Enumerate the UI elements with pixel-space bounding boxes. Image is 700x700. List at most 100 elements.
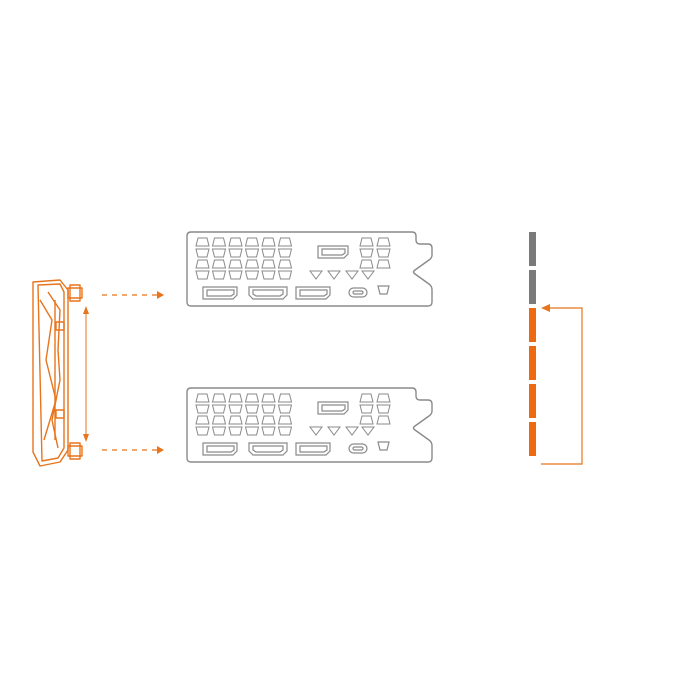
displayport-inner [206, 445, 235, 453]
usb-c-inner [352, 446, 364, 451]
displayport-inner [299, 445, 328, 453]
hdmi-port-icon [248, 442, 288, 456]
usb-c-port-icon [348, 443, 368, 454]
vent-hole [244, 393, 260, 403]
vent-hole [359, 415, 374, 425]
slot-indicator [529, 232, 536, 456]
displayport-port-icon [202, 442, 238, 456]
displayport-inner [299, 289, 328, 297]
vent-hole [345, 270, 359, 280]
vent-hole [359, 393, 374, 403]
vent-hole [228, 426, 243, 436]
vent-hole [359, 237, 374, 247]
vent-hole [376, 248, 391, 258]
vent-hole [376, 393, 391, 403]
vent-hole [277, 393, 293, 403]
vent-hole [361, 426, 375, 436]
slot-return-arrow [541, 304, 583, 465]
vent-hole [211, 270, 227, 280]
vent-hole [244, 404, 260, 414]
hdmi-inner [252, 289, 284, 297]
vent-hole [195, 248, 210, 258]
vent-hole [244, 248, 260, 258]
slot-segment-orange [529, 422, 536, 456]
vent-hole [211, 248, 227, 258]
vent-hole [277, 237, 293, 247]
vent-hole [228, 415, 243, 425]
gpu-side-profile-icon [32, 279, 83, 467]
vent-hole [211, 237, 227, 247]
displayport-port-icon [295, 442, 331, 456]
vent-hole [277, 248, 293, 258]
vent-hole [327, 426, 341, 436]
vent-hole [261, 237, 276, 247]
vent-hole [228, 270, 243, 280]
displayport-port-icon [295, 286, 331, 300]
vent-hole [377, 285, 390, 295]
vent-hole [261, 393, 276, 403]
io-bracket-top [186, 231, 433, 307]
vent-hole [228, 259, 243, 269]
vent-hole [244, 259, 260, 269]
vent-hole [277, 426, 293, 436]
vent-hole [228, 237, 243, 247]
slot-segment-orange [529, 346, 536, 380]
height-indicator [83, 306, 89, 442]
vent-hole [195, 415, 210, 425]
vent-hole [195, 259, 210, 269]
vent-hole [211, 259, 227, 269]
vent-hole [211, 415, 227, 425]
vent-hole [359, 259, 374, 269]
vent-hole [376, 415, 391, 425]
vent-hole [261, 270, 276, 280]
vent-hole [359, 404, 374, 414]
vent-hole [309, 270, 323, 280]
vent-hole [244, 426, 260, 436]
slot-segment-gray [529, 270, 536, 304]
slot-segment-gray [529, 232, 536, 266]
displayport-inner [206, 289, 235, 297]
vent-grid [195, 237, 391, 280]
vent-hole [376, 259, 391, 269]
usb-c-inner [352, 290, 364, 295]
vent-hole [195, 237, 210, 247]
hdmi-port-icon [248, 286, 288, 300]
vent-hole [211, 404, 227, 414]
bracket-outline [186, 387, 433, 463]
vent-hole [211, 393, 227, 403]
slot-segment-orange [529, 384, 536, 418]
displayport-port-icon [317, 401, 349, 415]
port-row [202, 245, 390, 300]
vent-hole [277, 259, 293, 269]
vent-hole [261, 259, 276, 269]
io-bracket-bottom [186, 387, 433, 463]
vent-hole [261, 426, 276, 436]
vent-hole [345, 426, 359, 436]
vent-hole [195, 393, 210, 403]
port-row [202, 401, 390, 456]
vent-hole [361, 270, 375, 280]
displayport-inner [321, 404, 346, 412]
vent-hole [277, 415, 293, 425]
displayport-port-icon [202, 286, 238, 300]
vent-hole [327, 270, 341, 280]
vent-grid [195, 393, 391, 436]
hdmi-inner [252, 445, 284, 453]
vent-hole [228, 404, 243, 414]
displayport-inner [321, 248, 346, 256]
vent-hole [261, 248, 276, 258]
vent-hole [261, 404, 276, 414]
vent-hole [228, 248, 243, 258]
vent-hole [228, 393, 243, 403]
vent-hole [244, 270, 260, 280]
vent-hole [195, 270, 210, 280]
vent-hole [376, 237, 391, 247]
displayport-port-icon [317, 245, 349, 259]
vent-hole [244, 415, 260, 425]
usb-c-port-icon [348, 287, 368, 298]
vent-hole [244, 237, 260, 247]
vent-hole [359, 248, 374, 258]
bracket-outline [186, 231, 433, 307]
